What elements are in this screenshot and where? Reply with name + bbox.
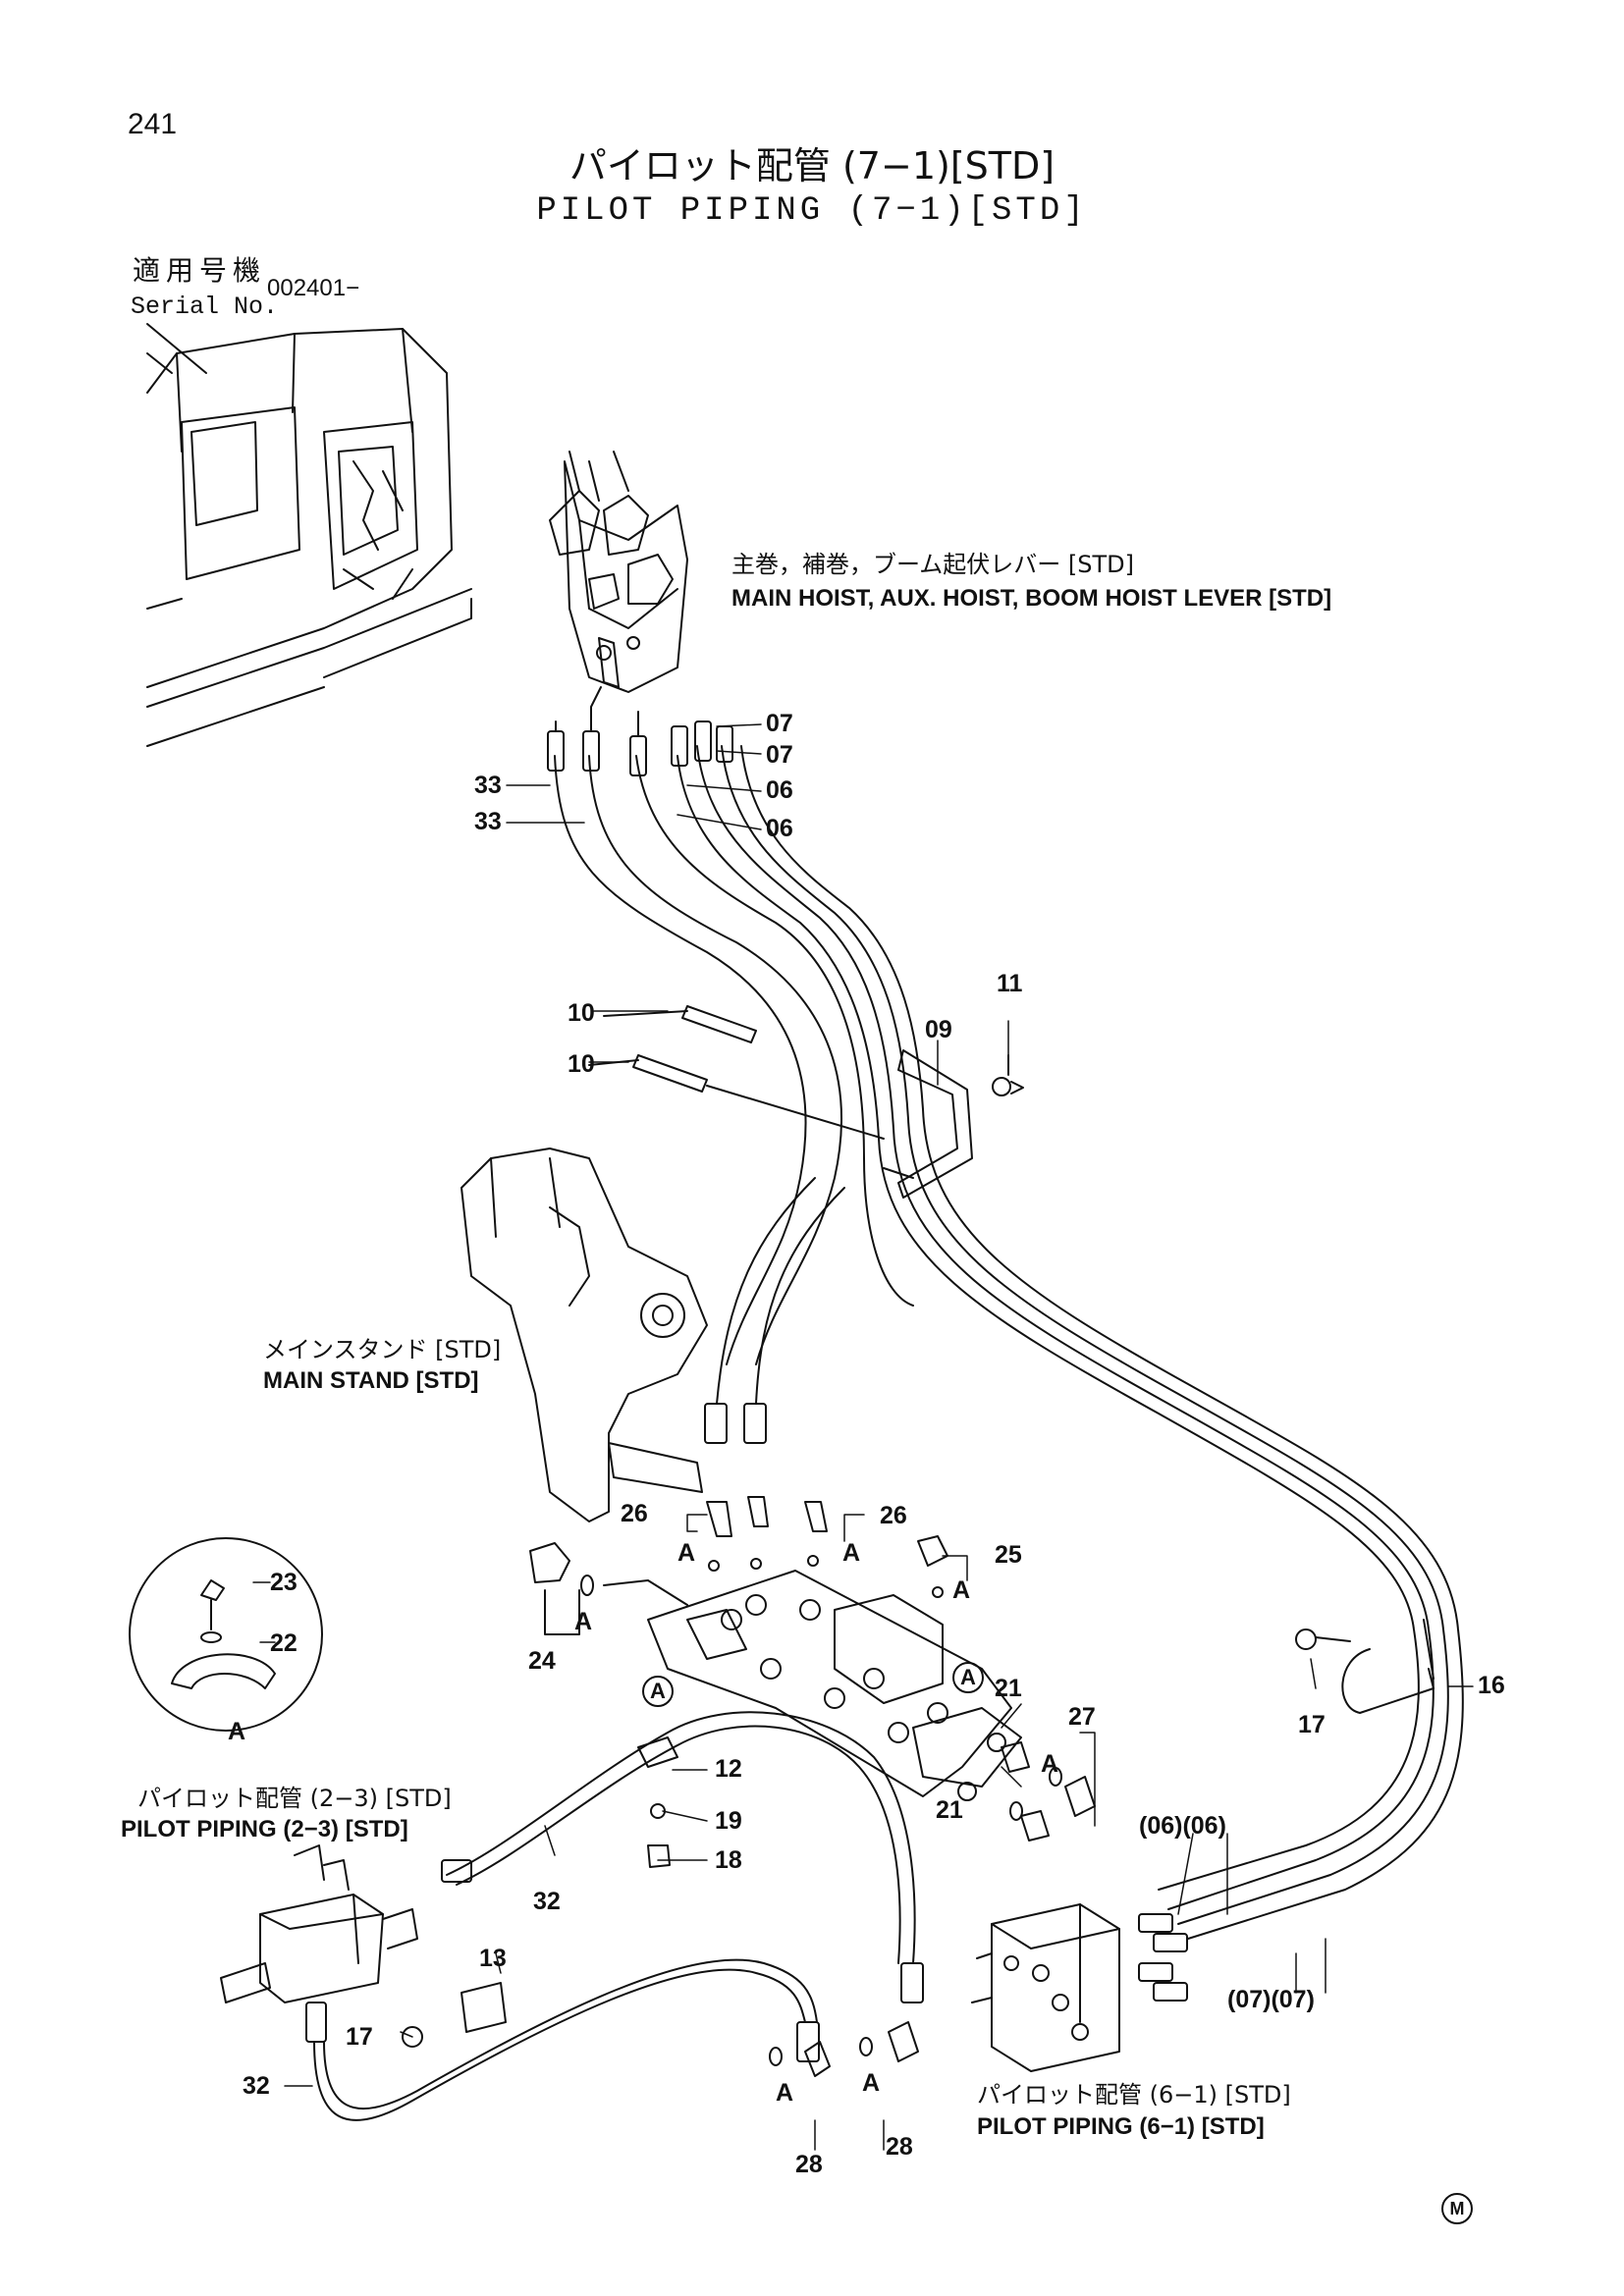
part-number-23: 23 [270, 1569, 298, 1596]
rod-parts-10 [588, 1005, 885, 1140]
part-number-27: 27 [1068, 1703, 1096, 1731]
part-number-26: 26 [621, 1500, 648, 1527]
part-number-17: 17 [346, 2023, 373, 2051]
caption-stand-japanese: メインスタンド [STD] [263, 1336, 502, 1363]
page-title-japanese: パイロット配管 (7−1)[STD] [568, 144, 1056, 187]
manifold-block [647, 1570, 1022, 1801]
elbow-fittings-28 [769, 2021, 919, 2077]
caption-pilot-piping-2-3-japanese: パイロット配管 (2−3) [STD] [137, 1785, 452, 1812]
part-number-32: 32 [533, 1888, 561, 1915]
part-number-25: 25 [995, 1541, 1022, 1569]
detail-label-a: A [574, 1608, 593, 1635]
page-number: 241 [128, 108, 178, 140]
hose-32 [313, 1711, 924, 2121]
detail-label-a: A [862, 2069, 881, 2097]
caption-pilot-piping-6-1-japanese: パイロット配管 (6−1) [STD] [977, 2081, 1291, 2109]
valve-block-2-3 [220, 1844, 418, 2043]
leader-lines [252, 723, 1474, 2151]
part-number-11: 11 [997, 970, 1023, 997]
detail-label-a: A [776, 2079, 794, 2107]
part-number-07-pair: (07)(07) [1227, 1986, 1315, 2013]
part-number-28: 28 [795, 2151, 823, 2178]
detail-label-a: A [677, 1539, 696, 1567]
caption-pilot-piping-6-1-english: PILOT PIPING (6−1) [STD] [977, 2113, 1265, 2140]
part-number-32: 32 [243, 2072, 270, 2100]
bracket-09 [883, 1049, 1024, 1199]
detail-callout-circle-a: A [642, 1676, 674, 1707]
part-number-28: 28 [886, 2133, 913, 2161]
part-number-10: 10 [568, 999, 595, 1027]
clamp-16 [1295, 1619, 1435, 1714]
caption-pilot-piping-2-3-english: PILOT PIPING (2−3) [STD] [121, 1816, 408, 1842]
part-number-12: 12 [715, 1755, 742, 1783]
hose-fittings-top [547, 686, 733, 776]
detail-label-a: A [952, 1576, 971, 1604]
serial-number-value: 002401− [267, 275, 360, 301]
main-stand-illustration [460, 1148, 708, 1522]
part-number-17: 17 [1298, 1711, 1326, 1738]
serial-label-english: Serial No. [131, 293, 279, 321]
part-number-07: 07 [766, 741, 793, 769]
valve-block-6-1 [971, 1903, 1188, 2072]
lever-valve-block [549, 451, 688, 693]
pilot-hoses-upper [554, 745, 1464, 1940]
serial-label-japanese: 適用号機 [133, 254, 267, 287]
part-number-21: 21 [995, 1675, 1022, 1702]
part-number-19: 19 [715, 1807, 742, 1835]
pilot-hoses-stand [704, 1177, 845, 1444]
machine-cab-illustration [146, 323, 472, 747]
part-number-26: 26 [880, 1502, 907, 1529]
manufacturer-mark: M [1441, 2193, 1473, 2224]
detail-callout-circle-a: A [952, 1662, 984, 1693]
detail-label-a: A [228, 1718, 246, 1745]
clamp-12-13 [402, 1736, 678, 2048]
part-number-10: 10 [568, 1050, 595, 1078]
part-number-33: 33 [474, 808, 502, 835]
part-number-06: 06 [766, 776, 793, 804]
caption-lever-japanese: 主巻，補巻，ブーム起伏レバー [STD] [731, 551, 1135, 578]
part-number-21: 21 [936, 1796, 963, 1824]
part-number-09: 09 [925, 1016, 952, 1043]
part-number-13: 13 [479, 1945, 507, 1972]
part-number-24: 24 [528, 1647, 556, 1675]
caption-stand-english: MAIN STAND [STD] [263, 1367, 479, 1394]
part-number-33: 33 [474, 772, 502, 799]
detail-label-a: A [1041, 1750, 1059, 1778]
part-number-22: 22 [270, 1629, 298, 1657]
detail-label-a: A [842, 1539, 861, 1567]
page-title-english: PILOT PIPING (7−1)[STD] [536, 192, 1088, 230]
part-number-06-pair: (06)(06) [1139, 1812, 1226, 1840]
part-number-07: 07 [766, 710, 793, 737]
part-number-16: 16 [1478, 1672, 1505, 1699]
detail-circle-a [129, 1537, 323, 1732]
part-number-18: 18 [715, 1846, 742, 1874]
part-number-06: 06 [766, 815, 793, 842]
caption-lever-english: MAIN HOIST, AUX. HOIST, BOOM HOIST LEVER… [731, 585, 1332, 612]
